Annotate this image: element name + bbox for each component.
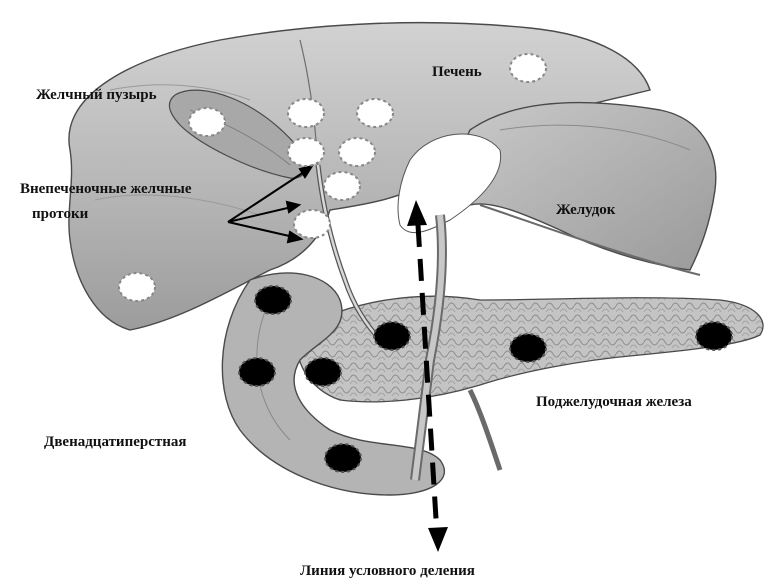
white-marker [288, 99, 324, 127]
stomach-shape [460, 103, 716, 275]
label-division-line: Линия условного деления [300, 562, 475, 581]
white-marker [357, 99, 393, 127]
white-marker [510, 54, 546, 82]
label-gallbladder: Желчный пузырь [36, 86, 157, 105]
black-marker [325, 444, 361, 472]
white-marker [119, 273, 155, 301]
black-marker [696, 322, 732, 350]
black-marker [239, 358, 275, 386]
white-marker [288, 138, 324, 166]
black-marker [374, 322, 410, 350]
black-marker [305, 358, 341, 386]
label-stomach: Желудок [556, 201, 615, 220]
label-liver: Печень [432, 63, 482, 82]
white-marker [324, 172, 360, 200]
white-marker [189, 108, 225, 136]
arrow-down-icon [428, 527, 448, 552]
label-duodenum: Двенадцатиперстная [44, 433, 187, 452]
black-marker [510, 334, 546, 362]
label-pancreas: Поджелудочная железа [536, 393, 692, 412]
black-marker [255, 286, 291, 314]
label-extrahepatic-ducts: Внепеченочные желчные [20, 180, 192, 199]
white-marker [294, 210, 330, 238]
white-marker [339, 138, 375, 166]
label-extrahepatic-ducts-line2: протоки [32, 205, 88, 224]
